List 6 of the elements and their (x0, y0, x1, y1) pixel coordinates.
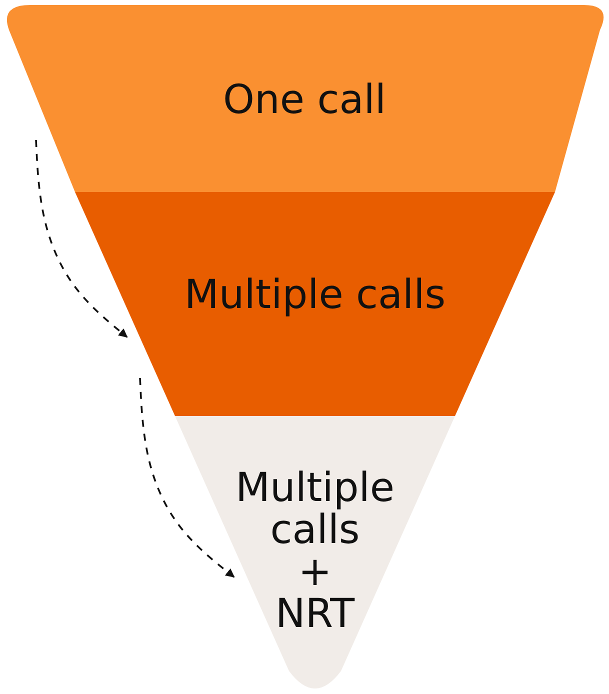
band-label: Multiple calls + NRT (234, 467, 396, 635)
dashed-arrow (139, 378, 235, 578)
dashed-arrow (35, 140, 128, 338)
funnel-band (75, 192, 555, 416)
band-label: One call (223, 79, 386, 121)
band-label: Multiple calls (184, 274, 446, 316)
